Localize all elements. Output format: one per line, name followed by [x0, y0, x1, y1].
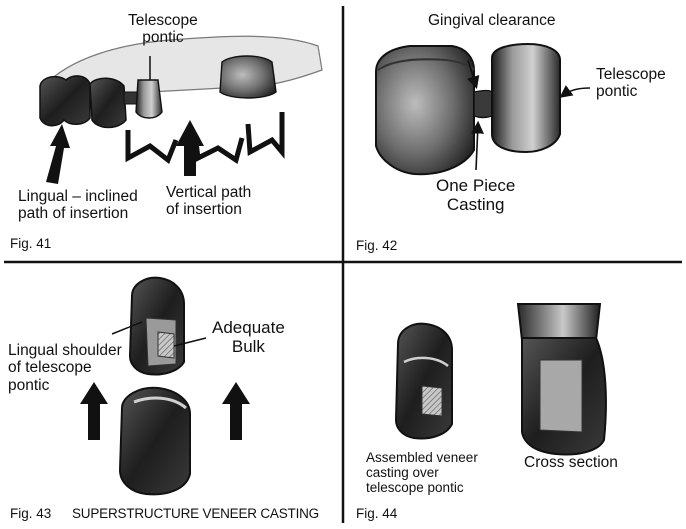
label-line: Telescope — [128, 12, 198, 29]
leader-telescope-pontic-42 — [559, 85, 591, 98]
label-line: Assembled veneer — [366, 450, 478, 465]
label-line: of insertion — [166, 201, 242, 219]
assembled-veneer-hatch — [421, 385, 443, 417]
fig44-drawing — [394, 303, 607, 456]
label-line: pontic — [8, 376, 50, 394]
arrow-vertical — [176, 120, 204, 176]
label-cross-section: Cross section — [524, 454, 618, 471]
leader-lingual-shoulder — [111, 321, 143, 335]
label-line: Lingual shoulder — [8, 342, 122, 359]
label-line: One Piece — [436, 176, 516, 195]
label-line: pontic — [596, 83, 638, 101]
telescope-pontic-fig42 — [491, 42, 561, 154]
fig42-drawing — [375, 42, 591, 176]
label-line: of telescope — [8, 359, 92, 377]
label-telescope-pontic-fig41: Telescope pontic — [128, 12, 198, 47]
caption-fig41: Fig. 41 — [10, 236, 52, 251]
label-lingual-path: Lingual – inclined path of insertion — [18, 188, 138, 223]
leader-one-piece — [471, 120, 484, 171]
leader-gingival-clearance — [467, 59, 480, 90]
telescope-pontic-fig41 — [135, 79, 163, 119]
fig43-drawing — [80, 276, 250, 496]
label-gingival-clearance: Gingival clearance — [428, 12, 556, 29]
label-lingual-shoulder: Lingual shoulder of telescope pontic — [8, 342, 122, 394]
label-one-piece-casting: One Piece Casting — [436, 176, 515, 214]
telescope-pontic-lower — [118, 386, 191, 496]
one-piece-connector — [473, 89, 493, 119]
adequate-bulk-hatch — [157, 331, 175, 359]
label-vertical-path: Vertical path of insertion — [166, 184, 251, 219]
assembled-veneer-highlight — [403, 356, 449, 368]
label-adequate-bulk: Adequate Bulk — [212, 318, 285, 356]
label-telescope-pontic-fig42: Telescope pontic — [596, 66, 666, 101]
cross-section-cap — [516, 303, 602, 341]
label-line: pontic — [142, 29, 184, 47]
assembled-veneer — [394, 322, 453, 440]
title-fig43: SUPERSTRUCTURE VENEER CASTING — [72, 506, 319, 521]
connector — [123, 91, 139, 105]
vertical-insertion-guides — [125, 112, 285, 165]
abutment-tooth-center — [89, 77, 127, 129]
label-line: path of insertion — [18, 205, 129, 223]
label-assembled-veneer: Assembled veneer casting over telescope … — [366, 450, 478, 495]
leader-adequate-bulk — [173, 337, 207, 347]
label-line: Bulk — [231, 337, 265, 357]
label-line: Vertical path — [166, 184, 252, 201]
label-line: telescope pontic — [366, 480, 464, 496]
crown-left-fig42 — [375, 45, 475, 176]
label-line: Adequate — [212, 318, 285, 337]
label-line: casting over — [366, 465, 439, 481]
cross-section-core — [539, 359, 583, 433]
arrow-insertion-left — [80, 382, 108, 440]
shoulder-highlight — [133, 396, 187, 410]
crown-right-fig41 — [219, 55, 277, 99]
caption-fig44: Fig. 44 — [356, 506, 398, 521]
arrow-lingual-inclined — [46, 124, 70, 184]
label-line: Lingual – inclined — [18, 188, 138, 205]
arrow-insertion-right — [222, 382, 250, 440]
caption-fig42: Fig. 42 — [356, 238, 398, 253]
fig41-drawing — [39, 35, 323, 184]
abutment-tooth-left — [39, 75, 91, 127]
caption-fig43: Fig. 43 — [10, 506, 52, 521]
label-line: Casting — [446, 195, 505, 215]
label-line: Telescope — [596, 66, 666, 83]
